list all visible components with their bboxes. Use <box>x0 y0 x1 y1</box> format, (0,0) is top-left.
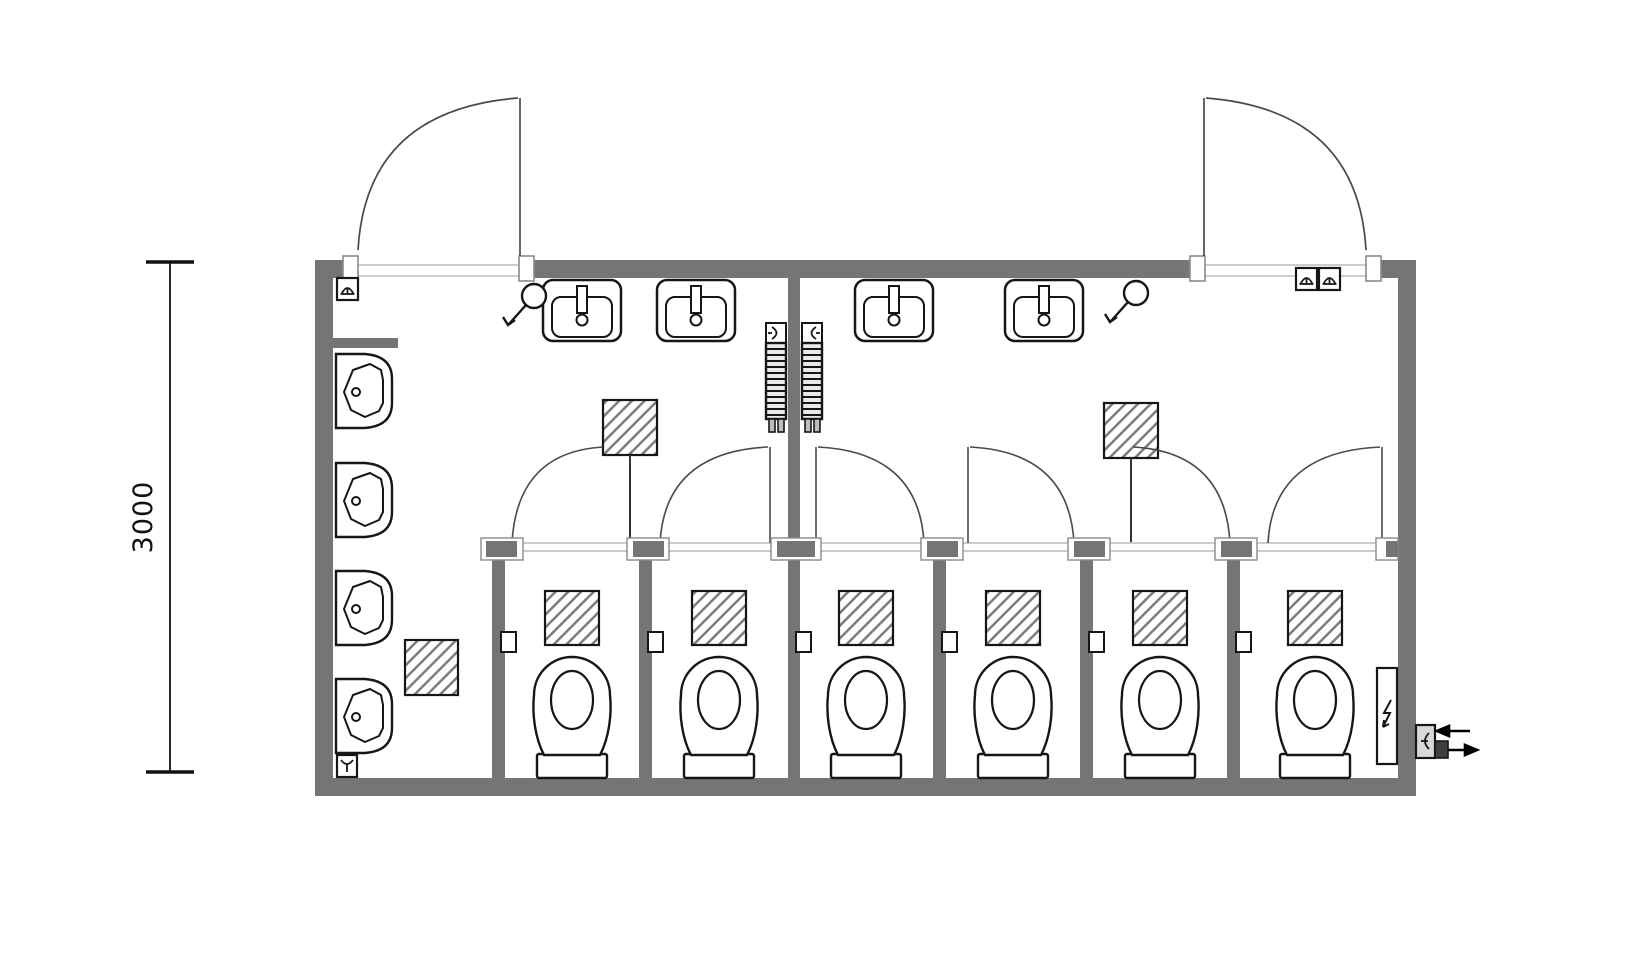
paper-holder <box>647 631 664 653</box>
paper-holder <box>795 631 812 653</box>
toilet-stall <box>941 589 1053 780</box>
stall-wall <box>933 557 946 778</box>
tap-symbol <box>1317 266 1342 292</box>
door-swing-arc <box>511 446 604 544</box>
toilet <box>532 655 612 780</box>
washbasin <box>1003 278 1085 343</box>
stall-partitions <box>480 537 1399 778</box>
door-jamb <box>1365 255 1382 282</box>
stall-post <box>1221 541 1252 557</box>
tap-symbol <box>335 276 360 302</box>
door-swing-arc <box>1205 97 1367 251</box>
stall-doors <box>511 446 1383 544</box>
urinal <box>334 461 394 539</box>
hand-dryer-icon <box>520 282 548 310</box>
toilet-stall <box>1088 589 1200 780</box>
washbasin <box>541 278 623 343</box>
paper-holder <box>941 631 958 653</box>
wall-segment <box>520 260 1204 278</box>
vent-duct-right <box>1102 401 1160 543</box>
toilet <box>826 655 906 780</box>
door-swing-arc <box>969 446 1075 544</box>
urinal-column <box>334 352 394 755</box>
cistern-duct <box>984 589 1042 647</box>
wall-segment <box>1398 260 1416 796</box>
door-jamb <box>1189 255 1206 282</box>
stall-wall <box>492 557 505 778</box>
stall-post <box>927 541 958 557</box>
stall-post <box>1386 541 1398 557</box>
dimension-label: 3000 <box>128 481 159 554</box>
hand-dryer-icon <box>1122 279 1150 307</box>
toilet <box>679 655 759 780</box>
paper-holder <box>500 631 517 653</box>
door-swing-arc <box>1132 446 1231 544</box>
toilet <box>1120 655 1200 780</box>
building-walls <box>315 260 1416 796</box>
radiator-right <box>800 322 824 433</box>
stall-wall <box>1227 557 1240 778</box>
washbasin <box>655 278 737 343</box>
cistern-duct <box>837 589 895 647</box>
vent-duct-left <box>601 398 659 543</box>
utility-connection <box>1414 723 1481 760</box>
toilet <box>1275 655 1355 780</box>
stall-post <box>1074 541 1105 557</box>
urinal <box>334 677 394 755</box>
floor-drain-symbol <box>335 753 359 779</box>
wall-segment <box>315 260 333 796</box>
entrance-thresholds <box>342 255 1382 282</box>
door-swing-arc <box>1267 446 1381 544</box>
hand-dryer-arm <box>1103 301 1129 324</box>
dimension-annotation: 3000 <box>128 260 194 774</box>
door-jamb <box>518 255 535 282</box>
hand-dryer-right <box>1103 279 1150 324</box>
hand-dryer-arm <box>501 304 527 327</box>
paper-holder <box>1235 631 1252 653</box>
toilet-stall <box>647 589 759 780</box>
inlet-arrow-head <box>1433 724 1451 738</box>
stall-wall <box>639 557 652 778</box>
cistern-duct <box>1131 589 1189 647</box>
toilet-stall <box>1235 589 1355 780</box>
toilet-stall <box>795 589 906 780</box>
urinal <box>334 352 394 430</box>
wall-segment <box>315 778 1416 796</box>
door-swing-arc <box>357 97 519 251</box>
urinal <box>334 569 394 647</box>
service-duct <box>403 638 460 697</box>
stall-wall <box>1080 557 1093 778</box>
door-swing-arc <box>659 446 769 544</box>
door-swing-arc <box>817 446 925 544</box>
stall-post <box>777 541 815 557</box>
entrance-door-left <box>357 97 521 256</box>
toilet <box>973 655 1053 780</box>
cistern-duct <box>1286 589 1344 647</box>
washbasin <box>853 278 935 343</box>
outlet-arrow-head <box>1463 743 1481 757</box>
toilet-stall <box>500 589 612 780</box>
radiator-left <box>764 322 788 433</box>
stall-post <box>633 541 664 557</box>
hand-dryer-left <box>501 282 548 327</box>
connection-plug <box>1434 740 1449 759</box>
center-partition-wall <box>788 278 800 545</box>
paper-holder <box>1088 631 1105 653</box>
toilet-stalls <box>500 589 1355 780</box>
lightning-icon <box>1382 699 1392 728</box>
tap-symbol <box>1294 266 1319 292</box>
electrical-panel <box>1375 666 1399 766</box>
entrance-door-right <box>1203 97 1367 256</box>
privacy-screen-wall <box>333 338 398 348</box>
stall-post <box>486 541 517 557</box>
cistern-duct <box>690 589 748 647</box>
center-partition-wall <box>788 557 800 778</box>
cistern-duct <box>543 589 601 647</box>
